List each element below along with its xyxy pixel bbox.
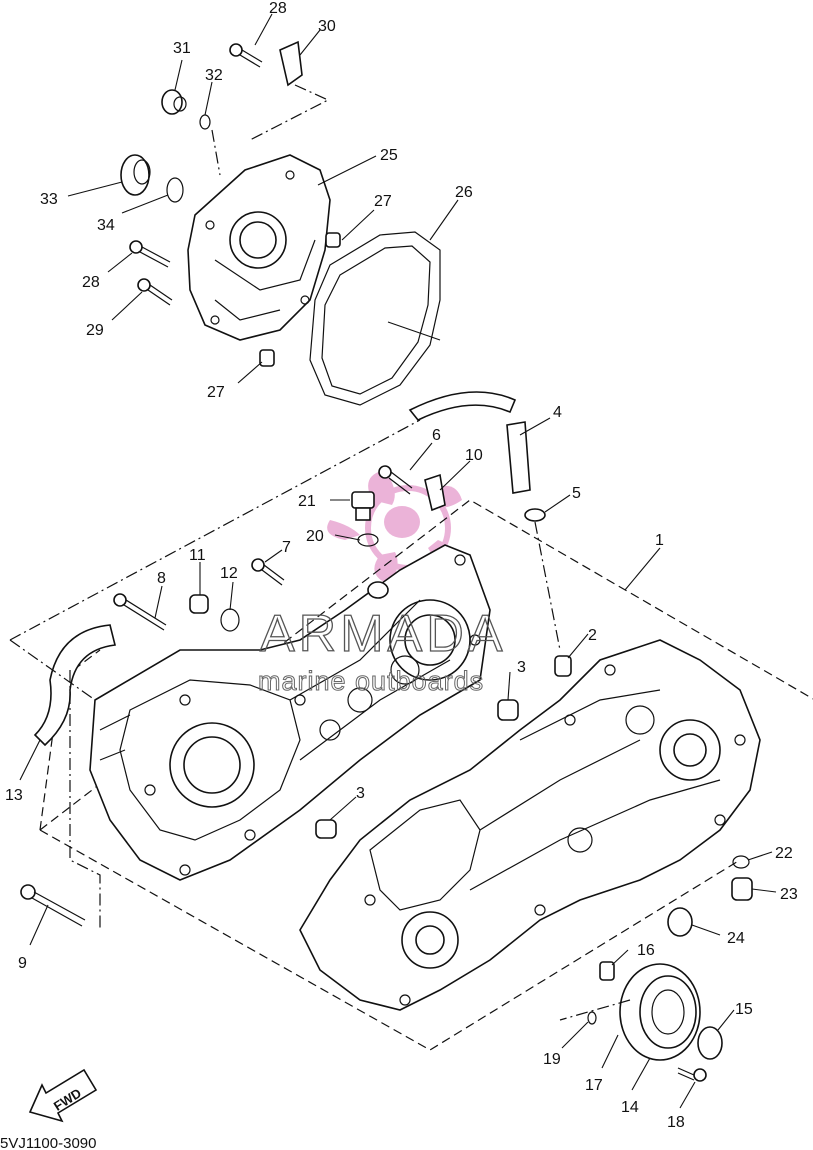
callout-5: 5	[572, 485, 581, 502]
forward-direction-arrow: FWD	[28, 1068, 98, 1123]
callout-6: 6	[432, 427, 441, 444]
watermark-tagline: marine outboards	[258, 666, 484, 696]
left-crankcase-half	[89, 544, 491, 881]
callout-19: 19	[543, 1051, 561, 1068]
callout-25: 25	[380, 147, 398, 164]
callout-9: 9	[18, 955, 27, 972]
callout-17: 17	[585, 1077, 603, 1094]
callout-3-lower: 3	[356, 785, 365, 802]
callout-28-mid: 28	[82, 274, 100, 291]
callout-26: 26	[455, 184, 473, 201]
callout-14: 14	[621, 1099, 639, 1116]
callout-labels: 28 30 31 32 33 34 25 26 27 28 29 27 4 5 …	[5, 0, 798, 1131]
callout-16: 16	[637, 942, 655, 959]
cover-gasket	[309, 231, 441, 406]
callout-13: 13	[5, 787, 23, 804]
callout-12: 12	[220, 565, 238, 582]
watermark-brand: ARMADA	[260, 605, 506, 663]
callout-28-top: 28	[269, 0, 287, 17]
callout-1: 1	[655, 532, 664, 549]
callout-24: 24	[727, 930, 745, 947]
callout-4: 4	[553, 404, 562, 421]
callout-34: 34	[97, 217, 115, 234]
callout-15: 15	[735, 1001, 753, 1018]
callout-2: 2	[588, 627, 597, 644]
bearing-housing-assembly	[587, 961, 723, 1082]
callout-29: 29	[86, 322, 104, 339]
diagram-code: 5VJ1100-3090	[0, 1135, 96, 1150]
callout-32: 32	[205, 67, 223, 84]
callout-10: 10	[465, 447, 483, 464]
leader-lines	[19, 13, 777, 1109]
callout-27-top: 27	[374, 193, 392, 210]
breather-hose	[408, 391, 561, 651]
callout-20: 20	[306, 528, 324, 545]
callout-27-bottom: 27	[207, 384, 225, 401]
left-side-parts	[9, 419, 421, 930]
right-side-parts	[667, 855, 753, 937]
callout-31: 31	[173, 40, 191, 57]
crankcase-cover	[187, 154, 331, 341]
callout-30: 30	[318, 18, 336, 35]
callout-8: 8	[157, 570, 166, 587]
callout-18: 18	[667, 1114, 685, 1131]
center-small-parts	[113, 465, 572, 839]
callout-3-upper: 3	[517, 659, 526, 676]
callout-33: 33	[40, 191, 58, 208]
callout-23: 23	[780, 886, 798, 903]
callout-11: 11	[189, 547, 206, 564]
callout-22: 22	[775, 845, 793, 862]
callout-21: 21	[298, 493, 316, 510]
right-crankcase-half	[299, 639, 761, 1011]
callout-7: 7	[282, 539, 291, 556]
